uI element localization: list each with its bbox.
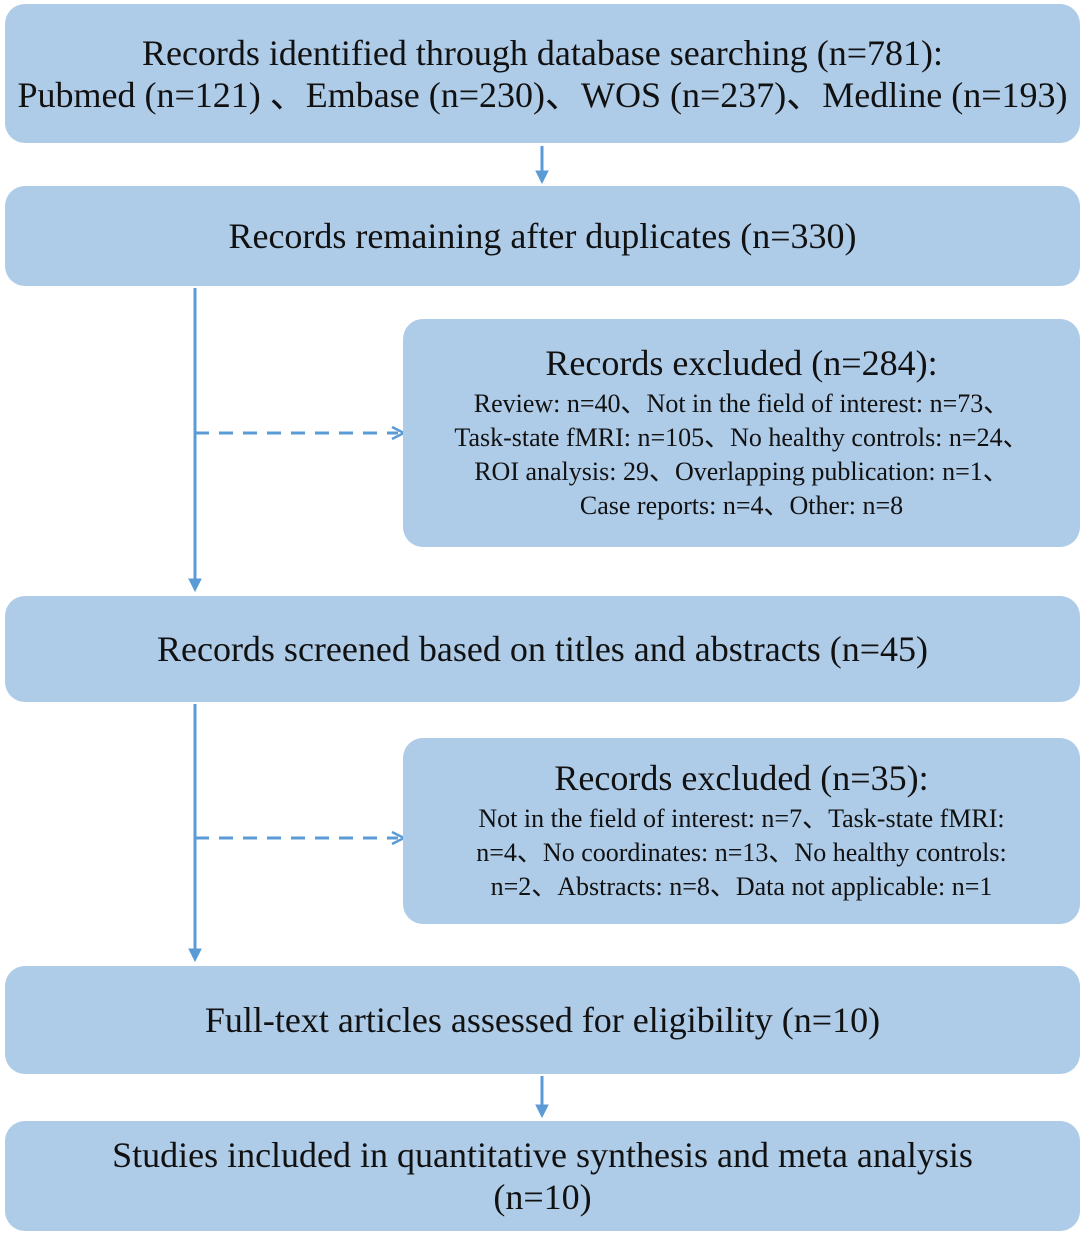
included-line-2: (n=10)	[493, 1177, 592, 1217]
identified-line-2: Pubmed (n=121) 、Embase (n=230)、WOS (n=23…	[17, 74, 1068, 115]
excluded-1-line: Case reports: n=4、Other: n=8	[579, 491, 904, 520]
box-records-identified: Records identified through database sear…	[5, 4, 1080, 143]
full-text-text: Full-text articles assessed for eligibil…	[204, 1000, 881, 1040]
excluded-2-title: Records excluded (n=35):	[554, 758, 929, 798]
box-records-excluded-2: Records excluded (n=35): Not in the fiel…	[403, 738, 1080, 924]
box-full-text-assessed: Full-text articles assessed for eligibil…	[5, 966, 1080, 1074]
excluded-1-line: Task-state fMRI: n=105、No healthy contro…	[454, 423, 1029, 452]
excluded-1-line: ROI analysis: 29、Overlapping publication…	[474, 457, 1009, 486]
box-after-duplicates: Records remaining after duplicates (n=33…	[5, 186, 1080, 286]
box-studies-included: Studies included in quantitative synthes…	[5, 1121, 1080, 1231]
after-duplicates-text: Records remaining after duplicates (n=33…	[228, 216, 857, 256]
identified-line-1: Records identified through database sear…	[141, 32, 944, 73]
box-records-screened: Records screened based on titles and abs…	[5, 596, 1080, 702]
included-line-1: Studies included in quantitative synthes…	[112, 1135, 973, 1175]
excluded-1-line: Review: n=40、Not in the field of interes…	[473, 389, 1010, 418]
box-records-excluded-1: Records excluded (n=284): Review: n=40、N…	[403, 319, 1080, 547]
excluded-2-line: Not in the field of interest: n=7、Task-s…	[478, 804, 1005, 833]
screened-text: Records screened based on titles and abs…	[156, 629, 929, 669]
excluded-1-title: Records excluded (n=284):	[545, 343, 938, 383]
excluded-2-line: n=2、Abstracts: n=8、Data not applicable: …	[490, 872, 993, 901]
excluded-2-line: n=4、No coordinates: n=13、No healthy cont…	[476, 838, 1007, 867]
